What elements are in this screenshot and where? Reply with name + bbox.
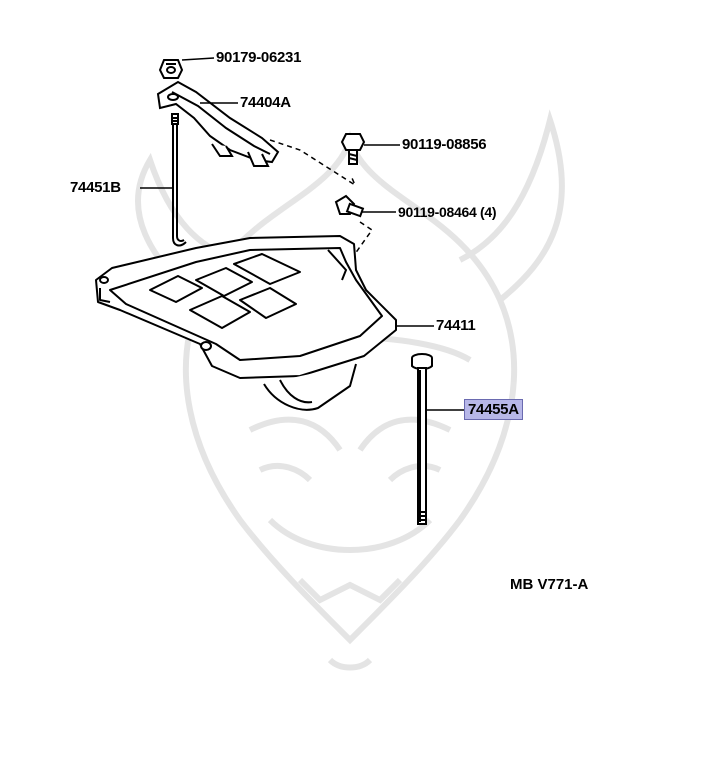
part-label-74451B[interactable]: 74451B [70, 179, 121, 196]
clamp-74404A[interactable] [156, 80, 280, 167]
part-label-74404A[interactable]: 74404A [240, 94, 291, 111]
bolt-90119-08464[interactable] [334, 194, 365, 218]
dashed-link-bolt-tray [351, 221, 374, 259]
part-label-90179-06231[interactable]: 90179-06231 [216, 49, 302, 66]
part-label-90119-08856[interactable]: 90119-08856 [402, 136, 487, 153]
leader-90179-06231 [181, 57, 215, 61]
part-label-74455A[interactable]: 74455A [464, 399, 523, 420]
bolt-90119-08856[interactable] [340, 133, 366, 165]
rod-74451B[interactable] [171, 113, 187, 247]
part-label-74411[interactable]: 74411 [436, 317, 476, 334]
rod-74455A[interactable] [411, 353, 433, 525]
nut-90179-06231[interactable] [158, 59, 184, 79]
battery-tray-74411[interactable] [95, 235, 397, 411]
part-label-90119-08464[interactable]: 90119-08464 (4) [398, 204, 497, 220]
diagram-reference-code: MB V771-A [510, 576, 589, 593]
dashed-link-clamp-bolt [269, 139, 357, 187]
